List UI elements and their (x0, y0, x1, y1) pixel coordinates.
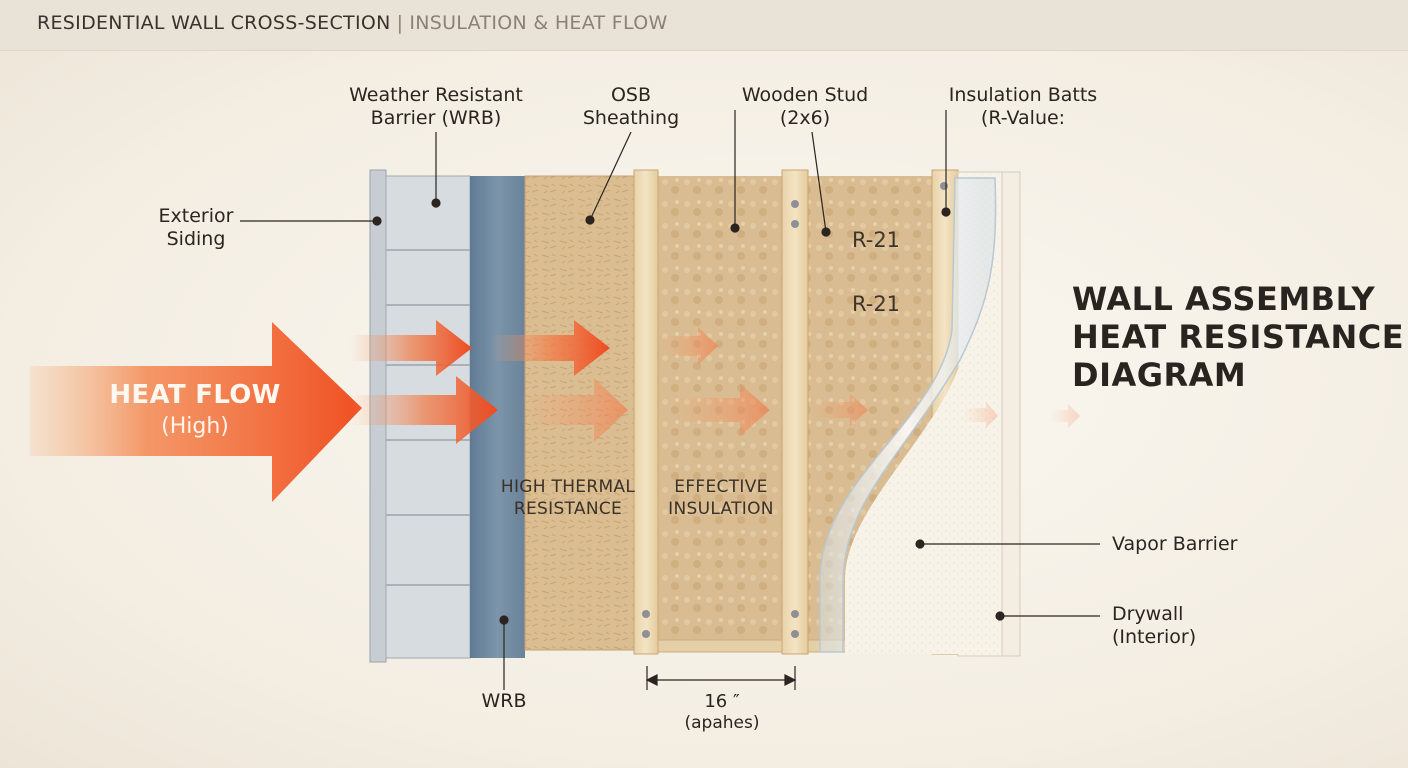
main-title-line2: HEAT RESISTANCE (1072, 318, 1405, 356)
drywall-label: Drywall (Interior) (1112, 603, 1196, 649)
heat-flow-title: HEAT FLOW (109, 380, 281, 410)
wrb-label: Weather Resistant Barrier (WRB) (346, 84, 526, 130)
osb-label-line1: OSB (610, 84, 652, 106)
header-bar: RESIDENTIAL WALL CROSS-SECTION|INSULATIO… (0, 0, 1408, 51)
r-value-1: R-21 (852, 228, 901, 252)
spacing-dimension (645, 666, 797, 690)
header-separator: | (396, 12, 404, 34)
header-title: RESIDENTIAL WALL CROSS-SECTION (37, 12, 391, 34)
header-text: RESIDENTIAL WALL CROSS-SECTION|INSULATIO… (37, 12, 668, 34)
vapor-barrier-sheet (819, 177, 997, 653)
heat-flow-level: (High) (161, 414, 229, 439)
batts-label-line2: (R-Value: (980, 107, 1066, 129)
stud-label: Wooden Stud (2x6) (738, 84, 872, 130)
wrb-bottom-label: WRB (481, 690, 527, 712)
stud-1 (633, 169, 659, 655)
siding-label: Exterior Siding (150, 205, 242, 251)
leader-lines (240, 110, 1100, 690)
batts-label-line1: Insulation Batts (948, 84, 1098, 106)
effective-line2: INSULATION (668, 499, 774, 519)
wrb-label-line1: Weather Resistant (349, 84, 523, 106)
spacing-value: 16 ″ (704, 691, 740, 712)
main-title: WALL ASSEMBLY HEAT RESISTANCE DIAGRAM (1072, 280, 1404, 394)
osb-label-line2: Sheathing (582, 107, 680, 129)
wrb-label-line2: Barrier (WRB) (370, 107, 502, 129)
batts-label: Insulation Batts (R-Value: (944, 84, 1102, 130)
siding-label-line2: Siding (166, 228, 226, 250)
high-thermal-line2: RESISTANCE (513, 499, 623, 519)
stud-label-line2: (2x6) (779, 107, 831, 129)
stud-2 (781, 169, 809, 655)
heat-transfer-arrows (350, 320, 1080, 444)
header-subtitle: INSULATION & HEAT FLOW (409, 12, 668, 34)
effective-insulation-text: EFFECTIVE INSULATION (660, 476, 782, 520)
effective-line1: EFFECTIVE (674, 477, 768, 497)
main-title-line3: DIAGRAM (1072, 356, 1247, 394)
high-thermal-line1: HIGH THERMAL (500, 477, 636, 497)
main-title-line1: WALL ASSEMBLY (1072, 280, 1376, 318)
osb-label: OSB Sheathing (572, 84, 690, 130)
vapor-barrier-label: Vapor Barrier (1112, 533, 1238, 555)
drywall-label-line2: (Interior) (1112, 626, 1197, 648)
siding-label-line1: Exterior (158, 205, 234, 227)
stud-label-line1: Wooden Stud (741, 84, 869, 106)
heat-flow-arrow-icon (30, 322, 362, 502)
drywall-label-line1: Drywall (1112, 603, 1184, 625)
r-value-2: R-21 (852, 292, 901, 316)
high-thermal-resistance-text: HIGH THERMAL RESISTANCE (498, 476, 638, 520)
spacing-unit: (apahes) (684, 713, 760, 733)
